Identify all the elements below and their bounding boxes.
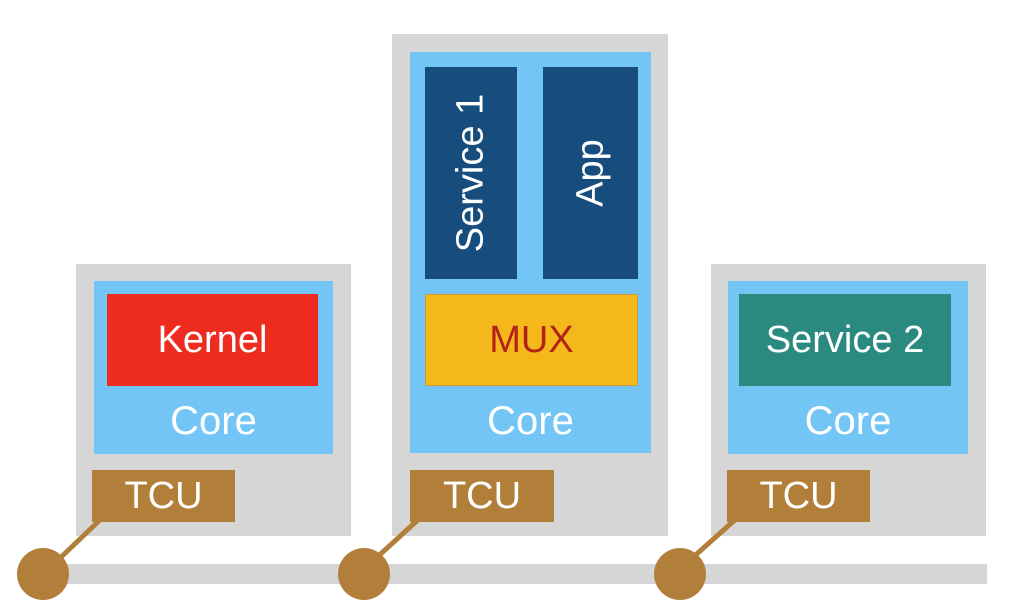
service1-block: Service 1 [425,67,517,279]
kernel-block: Kernel [107,294,318,386]
bus-node-right [654,548,706,600]
core-label-middle: Core [487,399,574,443]
service2-block: Service 2 [739,294,951,386]
app-block: App [543,67,638,279]
core-label-right: Core [804,399,892,443]
core-label-left: Core [170,399,257,443]
connector-line-right [688,516,739,562]
tcu-right: TCU [727,470,870,522]
tcu-left: TCU [92,470,235,522]
tcu-middle: TCU [410,470,554,522]
connector-line-middle [372,516,422,562]
bus-rail [40,564,987,584]
mux-block: MUX [425,294,638,386]
bus-node-middle [338,548,390,600]
connector-line-left [56,516,104,562]
bus-node-left [17,548,69,600]
